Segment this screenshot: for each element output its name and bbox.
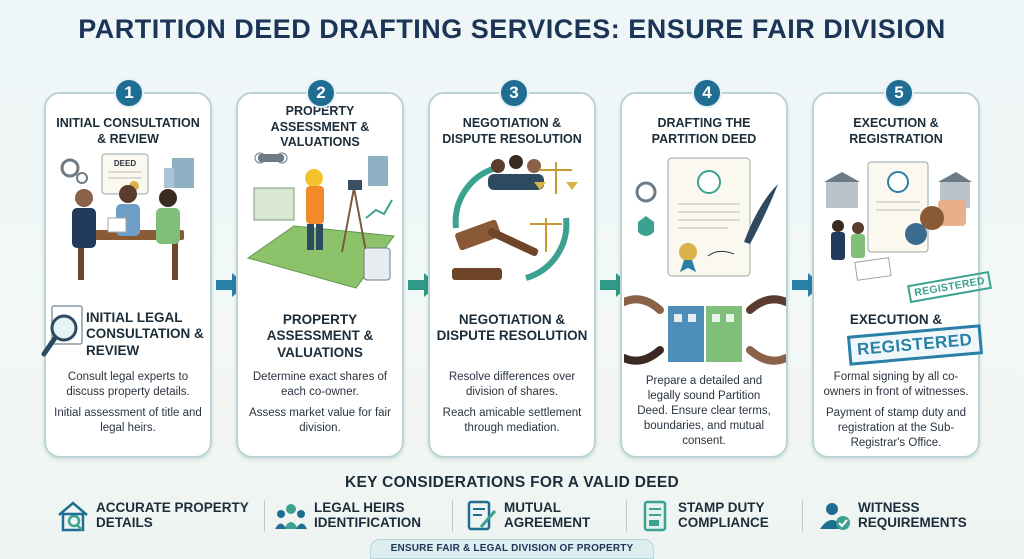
step-number-5: 5 [884,78,914,108]
people-group-icon [275,504,307,529]
step-description: Formal signing by all co-owners in front… [823,371,969,398]
divider [264,500,265,532]
consideration-line: STAMP DUTY [678,500,765,516]
step-card-consultation: INITIAL CONSULTATION & REVIEW DEED INITI… [41,92,212,458]
step-heading: DRAFTING THE PARTITION DEED [651,116,757,146]
consideration-line: COMPLIANCE [678,515,769,530]
step-heading: PROPERTY ASSESSMENT & VALUATIONS [270,104,370,150]
consideration-line: LEGAL HEIRS [314,500,405,516]
person-check-icon [820,503,850,530]
step-number-3: 3 [499,78,529,108]
step-number-1: 1 [114,78,144,108]
step-heading: INITIAL CONSULTATION & REVIEW [56,116,200,146]
step-description: Resolve differences over division of sha… [448,371,576,398]
signing-stamp-illustration [824,161,972,281]
stamp-document-icon [643,500,667,532]
consideration-line: ACCURATE PROPERTY [96,500,249,516]
consideration-line: REQUIREMENTS [858,515,967,530]
step-number-4: 4 [692,78,722,108]
step-description: Prepare a detailed and legally sound Par… [637,375,771,447]
step-subheading: EXECUTION & [849,312,943,327]
step-description: Determine exact shares of each co-owner. [252,371,388,398]
page-title: PARTITION DEED DRAFTING SERVICES: ENSURE… [78,14,946,44]
consideration-line: MUTUAL [504,500,561,516]
considerations-heading: KEY CONSIDERATIONS FOR A VALID DEED [344,474,680,491]
registered-stamp-large: REGISTERED [846,324,983,366]
deed-scroll-illustration [635,157,778,277]
consideration-line: AGREEMENT [504,515,591,530]
divider [626,500,627,532]
document-pen-icon [467,500,497,531]
step-number-2: 2 [306,78,336,108]
step-subheading: INITIAL LEGAL CONSULTATION & REVIEW [86,310,204,358]
step-card-drafting: DRAFTING THE PARTITION DEED Prepare a de… [620,92,788,458]
step-card-registration: EXECUTION & REGISTRATION REGISTERED EXEC… [812,92,993,458]
step-subheading: PROPERTY ASSESSMENT & VALUATIONS [266,312,374,360]
step-description: Assess market value for fair division. [249,407,391,434]
magnifier-document-icon [41,305,83,357]
consultation-illustration: DEED [60,153,194,280]
consideration-line: IDENTIFICATION [314,515,421,530]
house-search-icon [58,501,88,532]
surveyor-illustration [246,152,395,289]
step-description: Consult legal experts to discuss propert… [66,371,190,398]
gavel-scales-illustration [452,155,578,281]
deed-label: DEED [114,159,136,168]
divider [802,500,803,532]
step-card-negotiation: NEGOTIATION & DISPUTE RESOLUTION NEGOTIA… [428,92,596,458]
divider [452,500,453,532]
consideration-line: WITNESS [858,500,920,516]
consideration-line: DETAILS [96,515,153,530]
step-description: Payment of stamp duty and registration a… [826,407,966,449]
step-description: Reach amicable settlement through mediat… [442,407,582,434]
puzzle-handshake-icon [624,295,786,365]
step-heading: NEGOTIATION & DISPUTE RESOLUTION [442,116,582,146]
step-heading: EXECUTION & REGISTRATION [849,116,943,146]
step-description: Initial assessment of title and legal he… [54,407,202,434]
step-card-assessment: PROPERTY ASSESSMENT & VALUATIONS PROPERT… [236,92,404,458]
bottom-banner: ENSURE FAIR & LEGAL DIVISION OF PROPERTY [370,539,654,559]
step-subheading: NEGOTIATION & DISPUTE RESOLUTION [436,312,588,344]
